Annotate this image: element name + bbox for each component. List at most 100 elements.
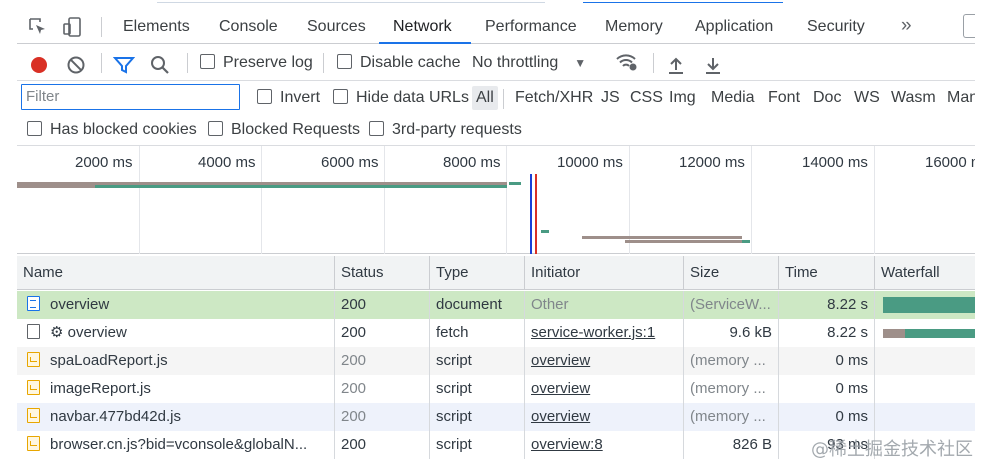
overview-tick-label: 10000 ms — [557, 154, 623, 171]
third-party-requests-checkbox[interactable]: 3rd-party requests — [369, 116, 522, 146]
size-cell: 826 B — [683, 431, 778, 459]
type-filter-all[interactable]: All — [472, 86, 498, 110]
checkbox-box[interactable] — [27, 121, 42, 136]
tab-memory[interactable]: Memory — [605, 18, 663, 35]
checkbox-box[interactable] — [333, 89, 348, 104]
device-toolbar-icon[interactable] — [61, 16, 83, 38]
table-row[interactable]: browser.cn.js?bid=vconsole&globalN... 20… — [17, 431, 975, 459]
chevron-down-icon: ▼ — [574, 56, 587, 70]
disable-cache-checkbox[interactable]: Disable cache — [337, 45, 461, 81]
script-icon — [27, 352, 40, 367]
column-header-size[interactable]: Size — [683, 256, 778, 290]
top-strip-segment — [583, 0, 783, 3]
tab-console[interactable]: Console — [219, 18, 278, 35]
table-row[interactable]: imageReport.js 200 script overview (memo… — [17, 375, 975, 403]
blocked-requests-label: Blocked Requests — [231, 121, 360, 138]
network-overview[interactable]: 2000 ms 4000 ms 6000 ms 8000 ms 10000 ms… — [17, 146, 975, 254]
preserve-log-checkbox[interactable]: Preserve log — [200, 45, 313, 81]
tab-network[interactable]: Network — [379, 10, 471, 44]
type-filter-fetch-xhr[interactable]: Fetch/XHR — [515, 89, 594, 106]
table-row[interactable]: spaLoadReport.js 200 script overview (me… — [17, 347, 975, 375]
type-filter-wasm[interactable]: Wasm — [891, 89, 936, 106]
tab-elements[interactable]: Elements — [123, 18, 190, 35]
checkbox-box[interactable] — [257, 89, 272, 104]
invert-checkbox[interactable]: Invert — [257, 81, 320, 115]
table-row[interactable]: overview 200 document Other (ServiceW...… — [17, 291, 975, 319]
checkbox-box[interactable] — [208, 121, 223, 136]
waterfall-cell — [874, 319, 975, 347]
overview-request-bar — [541, 230, 549, 233]
top-strip-segment — [157, 0, 545, 3]
overview-gridline — [261, 146, 262, 254]
type-filter-media[interactable]: Media — [711, 89, 755, 106]
type-filter-js[interactable]: JS — [601, 89, 620, 106]
column-header-type[interactable]: Type — [429, 256, 524, 290]
tab-application[interactable]: Application — [695, 18, 774, 35]
status-cell: 200 — [334, 291, 429, 319]
column-header-name[interactable]: Name — [23, 264, 64, 281]
panel-toggle[interactable] — [963, 14, 975, 38]
type-cell: script — [429, 431, 524, 459]
request-name: ⚙ overview — [50, 324, 127, 341]
network-conditions-icon[interactable] — [615, 52, 639, 74]
initiator-link[interactable]: service-worker.js:1 — [531, 324, 656, 341]
initiator-cell: overview — [524, 403, 683, 431]
table-row[interactable]: navbar.477bd42d.js 200 script overview (… — [17, 403, 975, 431]
clear-icon[interactable] — [66, 53, 86, 74]
time-cell: 0 ms — [778, 347, 874, 375]
status-cell: 200 — [334, 319, 429, 347]
initiator-cell: overview:8 — [524, 431, 683, 459]
disable-cache-label: Disable cache — [360, 54, 461, 71]
overview-tick-label: 14000 ms — [802, 154, 868, 171]
throttling-select[interactable]: No throttling▼ — [472, 45, 586, 81]
checkbox-box[interactable] — [200, 54, 215, 69]
tab-security[interactable]: Security — [807, 18, 865, 35]
initiator-link[interactable]: overview — [531, 408, 591, 425]
overview-request-bar — [509, 182, 521, 185]
type-filter-css[interactable]: CSS — [630, 89, 663, 106]
hide-data-urls-checkbox[interactable]: Hide data URLs — [333, 81, 469, 115]
time-cell: 8.22 s — [778, 291, 874, 319]
time-cell: 8.22 s — [778, 319, 874, 347]
toolbar-separator — [653, 53, 654, 73]
name-cell: spaLoadReport.js — [17, 347, 334, 375]
invert-label: Invert — [280, 89, 321, 106]
filter-input[interactable]: Filter — [21, 84, 240, 110]
export-har-icon[interactable] — [704, 53, 722, 74]
type-filter-img[interactable]: Img — [669, 89, 696, 106]
table-header: Name Status Type Initiator Size Time Wat… — [17, 256, 975, 290]
type-filter-doc[interactable]: Doc — [813, 89, 842, 106]
has-blocked-cookies-checkbox[interactable]: Has blocked cookies — [27, 116, 197, 146]
overview-tick-label: 16000 ms — [925, 154, 975, 171]
column-header-status[interactable]: Status — [334, 256, 429, 290]
name-cell: imageReport.js — [17, 375, 334, 403]
column-header-time[interactable]: Time — [778, 256, 874, 290]
initiator-cell: overview — [524, 375, 683, 403]
request-name: overview — [50, 296, 110, 313]
initiator-link[interactable]: overview — [531, 352, 591, 369]
inspect-element-icon[interactable] — [27, 16, 49, 38]
column-header-initiator[interactable]: Initiator — [524, 256, 683, 290]
search-icon[interactable] — [150, 53, 170, 74]
tab-performance[interactable]: Performance — [485, 18, 577, 35]
type-filter-ws[interactable]: WS — [854, 89, 880, 106]
main-tab-bar: Elements Console Sources Network Perform… — [17, 10, 975, 44]
column-header-waterfall[interactable]: Waterfall — [874, 256, 975, 290]
checkbox-box[interactable] — [337, 54, 352, 69]
type-filter-font[interactable]: Font — [768, 89, 801, 106]
initiator-link[interactable]: overview:8 — [531, 436, 603, 453]
type-filter-manifest[interactable]: Man — [947, 89, 975, 106]
blocked-requests-checkbox[interactable]: Blocked Requests — [208, 116, 360, 146]
initiator-link[interactable]: overview — [531, 380, 591, 397]
record-icon[interactable] — [29, 53, 49, 73]
tab-sources[interactable]: Sources — [307, 18, 366, 35]
import-har-icon[interactable] — [667, 53, 685, 74]
filter-icon[interactable] — [112, 53, 136, 74]
file-icon — [27, 324, 40, 339]
table-row[interactable]: ⚙ overview 200 fetch service-worker.js:1… — [17, 319, 975, 347]
checkbox-box[interactable] — [369, 121, 384, 136]
time-cell: 0 ms — [778, 403, 874, 431]
preserve-log-label: Preserve log — [223, 54, 313, 71]
type-cell: document — [429, 291, 524, 319]
more-tabs-button[interactable]: » — [901, 15, 912, 36]
